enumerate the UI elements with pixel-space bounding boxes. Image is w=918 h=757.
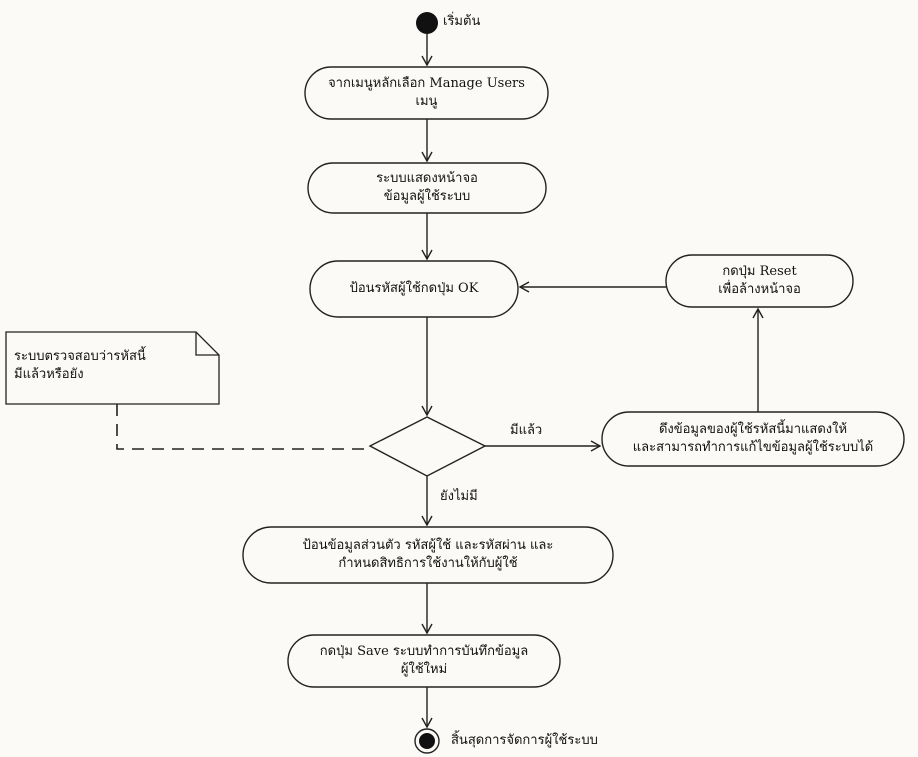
node-show-screen-line1: ระบบแสดงหน้าจอ	[376, 171, 478, 186]
node-reset-line1: กดปุ่ม Reset	[722, 264, 797, 279]
guard-not-exists: ยังไม่มี	[440, 489, 478, 504]
decision-diamond	[368, 416, 487, 477]
node-enter-id-shape	[309, 260, 519, 318]
note-shape	[5, 331, 220, 405]
node-fetch-shape	[601, 411, 905, 467]
node-save-line1: กดปุ่ม Save ระบบทำการบันทึกข้อมูล	[319, 644, 529, 659]
node-manage-menu-line1: จากเมนูหลักเลือก Manage Users	[328, 76, 525, 91]
end-node-ring	[414, 728, 440, 754]
end-label: สิ้นสุดการจัดการผู้ใช้ระบบ	[451, 733, 598, 748]
node-save-shape	[287, 634, 561, 688]
node-save: กดปุ่ม Save ระบบทำการบันทึกข้อมูล ผู้ใช้…	[288, 643, 560, 679]
node-reset-line2: เพื่อล้างหน้าจอ	[718, 282, 801, 297]
node-enter-id-line1: ป้อนรหัสผู้ใช้กดปุ่ม OK	[349, 281, 479, 296]
note-line2: มีแล้วหรือยัง	[14, 367, 84, 382]
note-connector	[116, 404, 370, 450]
guard-exists: มีแล้ว	[510, 423, 543, 438]
node-save-line2: ผู้ใช้ใหม่	[400, 662, 448, 677]
node-enter-id: ป้อนรหัสผู้ใช้กดปุ่ม OK	[310, 280, 518, 298]
decision-note: ระบบตรวจสอบว่ารหัสนี้ มีแล้วหรือยัง	[14, 348, 192, 384]
node-personal-line1: ป้อนข้อมูลส่วนตัว รหัสผู้ใช้ และรหัสผ่าน…	[302, 538, 554, 553]
node-personal: ป้อนข้อมูลส่วนตัว รหัสผู้ใช้ และรหัสผ่าน…	[243, 537, 613, 573]
node-personal-line2: กำหนดสิทธิการใช้งานให้กับผู้ใช้	[338, 556, 518, 571]
node-manage-menu: จากเมนูหลักเลือก Manage Users เมนู	[305, 75, 548, 111]
node-manage-menu-line2: เมนู	[415, 94, 438, 109]
node-show-screen: ระบบแสดงหน้าจอ ข้อมูลผู้ใช้ระบบ	[308, 170, 546, 206]
node-fetch-line2: และสามารถทำการแก้ไขข้อมูลผู้ใช้ระบบได้	[632, 440, 874, 455]
start-label: เริ่มต้น	[443, 14, 481, 29]
node-fetch: ดึงข้อมูลของผู้ใช้รหัสนี้มาแสดงให้ และสา…	[602, 421, 904, 457]
node-personal-shape	[242, 526, 614, 584]
node-reset: กดปุ่ม Reset เพื่อล้างหน้าจอ	[666, 263, 853, 299]
start-node	[416, 12, 438, 34]
note-line1: ระบบตรวจสอบว่ารหัสนี้	[14, 349, 146, 364]
node-show-screen-line2: ข้อมูลผู้ใช้ระบบ	[383, 189, 471, 204]
node-reset-shape	[665, 254, 854, 308]
node-fetch-line1: ดึงข้อมูลของผู้ใช้รหัสนี้มาแสดงให้	[658, 422, 848, 437]
end-node-dot	[419, 733, 435, 749]
